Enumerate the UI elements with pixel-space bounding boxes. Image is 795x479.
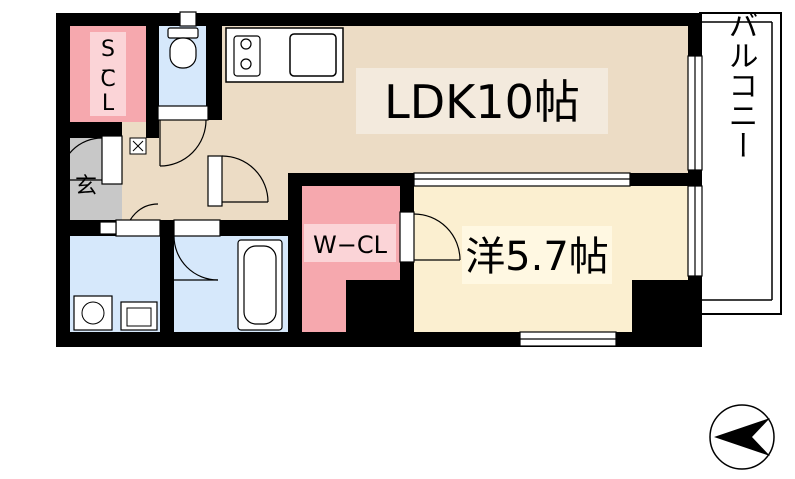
north-arrow-icon xyxy=(709,404,775,470)
scl-label-l: L xyxy=(102,91,115,116)
balcony-label: バルコニー xyxy=(723,10,758,160)
western-label: 洋5.7帖 xyxy=(465,234,609,280)
balcony xyxy=(699,12,782,315)
toilet-icon xyxy=(167,27,199,69)
scl-label-panel xyxy=(90,32,126,116)
western-label-panel xyxy=(462,226,612,284)
washing-machine-icon xyxy=(73,295,113,331)
scl-label-c: C xyxy=(100,67,115,92)
kitchen-area xyxy=(222,173,288,220)
entrance-label: 玄 xyxy=(75,174,97,199)
wcl-label-panel xyxy=(304,224,396,262)
windows xyxy=(99,11,703,347)
ldk-label: LDK10帖 xyxy=(384,75,580,129)
scl-label-dash: − xyxy=(100,60,115,81)
door-swings xyxy=(59,105,461,281)
vent-icon xyxy=(129,137,147,155)
scl-label-s: S xyxy=(101,37,115,62)
washbasin-icon xyxy=(120,301,158,331)
hall-area xyxy=(122,120,222,220)
ldk-label-panel xyxy=(356,68,608,134)
kitchen-counter xyxy=(225,27,344,83)
bathtub-icon xyxy=(237,239,283,331)
wcl-label: W−CL xyxy=(313,231,388,259)
